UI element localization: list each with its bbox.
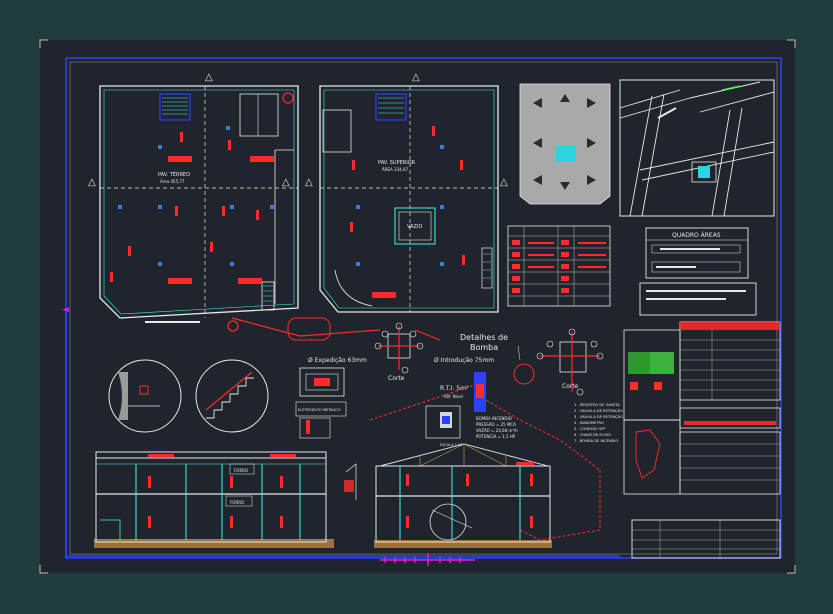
valve-legend-item: 5 - CONEXÃO 90º [574,426,606,431]
cut-scale-label: ESCALA 1:50 [440,443,463,447]
drawing-sheet [40,40,795,573]
section-marker-icon: △ [305,177,313,188]
legend-table[interactable] [507,225,611,307]
detail-hydrant-box[interactable]: ELETRODUTO METÁLICO [295,367,347,439]
specs-table[interactable] [679,321,781,495]
pump-spec-2: PRESSÃO = 25 MCA [476,422,516,427]
sheet-border-inner [69,61,778,555]
areas-table[interactable]: QUADRO ÁREAS [639,227,757,316]
pump-spec-3: VAZÃO = 24,68 m³/h [476,428,518,433]
plan-upper-floor[interactable]: VAZIO PAV. SUPERIOR ÁREA 334,07 △ △ △ [305,72,508,313]
section-marker-icon: △ [88,177,96,188]
pump-isometric[interactable]: R.T.I. 5m³ Ref. Nivel BOMBA INCENDIO PRE… [369,372,601,541]
section-marker-icon: △ [412,72,420,83]
detail-circle-stair[interactable] [195,359,269,433]
title-block[interactable] [631,519,781,559]
rti-sub-label: Ref. Nivel [444,394,463,399]
sprinkler-dots-ground [118,126,274,266]
section-marker-icon: △ [282,177,290,188]
viewport-corners [39,39,796,574]
valve-legend-item: 4 - MANOMETRO [574,421,604,425]
corte-label-right: Corte [562,383,579,390]
valve-legend-item: 7 - BOMBA DE INCENDIO [574,439,618,443]
valve-legend-item: 6 - CHAVE DE FLUXO [574,433,611,437]
plan-ground-floor[interactable]: PAV. TÉRREO Área 455,77 △ △ △ [88,72,299,323]
void-area [394,207,436,245]
valve-legend-item: 1 - REGISTRO DE GAVETA [574,403,620,407]
section-marker-icon: △ [500,177,508,188]
pipe-route [231,317,441,341]
notes-block[interactable] [623,329,681,495]
room-area-upper-floor: ÁREA 334,07 [382,167,409,172]
pump-detail-left[interactable]: Corte [374,322,424,382]
valve-legend-item: 3 - VALVULA DE RETENÇÃO [574,414,623,419]
scale-bar [380,553,475,566]
room-area-ground-floor: Área 455,77 [160,179,185,184]
section-left[interactable]: FORRO FORRO [94,451,334,548]
sprinkler-dots-upper [356,145,444,266]
detail-title-line1: Detalhes de [460,333,508,342]
pump-detail-right[interactable]: Corte [513,328,604,396]
valve-legend-list[interactable]: 1 - REGISTRO DE GAVETA 2 - VALVULA DE RE… [574,403,623,443]
valve-legend-item: 2 - VALVULA DE RETENÇÃO [574,408,623,413]
section-marker-icon: △ [205,72,213,83]
rti-label: R.T.I. 5m³ [440,385,469,392]
sheet-border-outer [65,57,782,559]
section-right[interactable] [344,443,552,548]
location-map[interactable] [619,79,775,217]
pump-spec-1: BOMBA INCENDIO [476,416,512,421]
room-label-upper-floor: PAV. SUPERIOR [378,160,416,166]
red-markers-upper [350,126,465,298]
pump-spec-4: POTENCIA = 1,5 HP [476,434,516,439]
detail-title-line2: Bomba [470,343,498,352]
north-marker-icon: ◄ [62,305,69,315]
red-markers-ground [110,132,274,284]
ceiling-label-1: FORRO [234,468,248,473]
void-label: VAZIO [407,224,422,230]
detail-circle-wall[interactable] [108,359,182,433]
expedition-diameter-label: Ø Expedição 63mm [308,357,367,364]
eletroduto-label: ELETRODUTO METÁLICO [298,407,341,412]
roof-plan[interactable] [519,83,611,205]
corte-label-left: Corte [388,375,405,382]
room-label-ground-floor: PAV. TÉRREO [158,170,190,178]
introduction-diameter-label: Ø Introdução 75mm [434,357,494,364]
areas-table-title: QUADRO ÁREAS [672,232,721,239]
ceiling-label-2: FORRO [230,500,244,505]
